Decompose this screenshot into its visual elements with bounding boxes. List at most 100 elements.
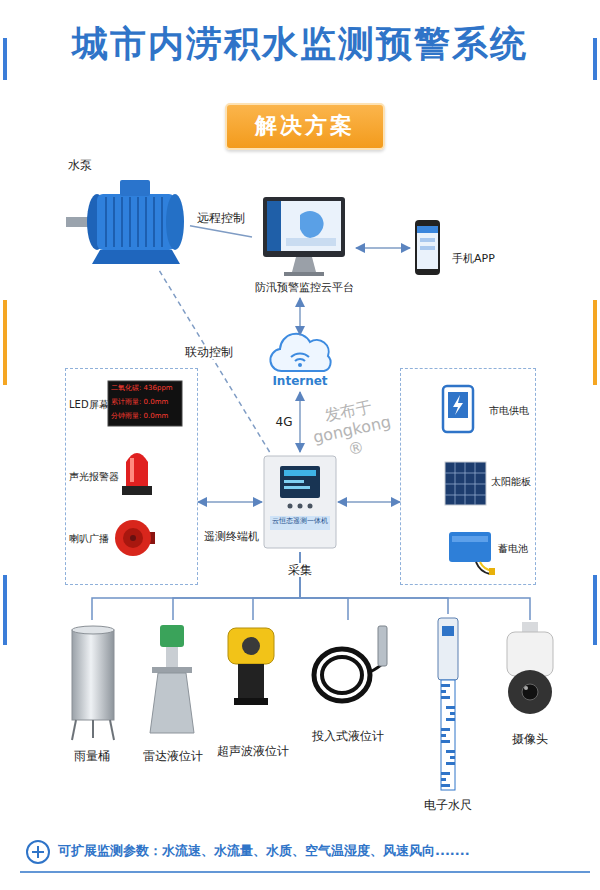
node-label: 水泵 <box>68 158 92 172</box>
water-pump <box>66 180 184 264</box>
collection-line <box>300 552 530 620</box>
ultrasonic-level-meter <box>234 698 268 705</box>
node-label: 声光报警器 <box>69 471 119 483</box>
monitor <box>263 197 345 276</box>
cloud-icon <box>270 334 330 371</box>
electronic-water-ruler <box>441 696 450 699</box>
dome-camera <box>508 670 552 714</box>
water-pump <box>106 197 162 247</box>
sensor-node: 超声波液位计 <box>214 620 292 760</box>
connector-line <box>356 247 410 249</box>
frame-bars <box>593 300 597 385</box>
cloud-icon <box>295 359 305 361</box>
monitor <box>263 197 345 257</box>
rain-gauge <box>92 720 94 738</box>
led-readout: 累计雨量: 0.0mm <box>111 398 168 406</box>
electronic-water-ruler <box>441 680 455 790</box>
led-screen <box>108 381 182 426</box>
phone-node: 手机APP <box>410 218 510 278</box>
frame-bars <box>3 38 7 80</box>
submersible-level-meter <box>314 649 370 701</box>
water-pump <box>92 250 180 264</box>
sensor-node: 投入式液位计 <box>306 620 390 745</box>
alarm-node: 声光报警器 <box>69 441 196 505</box>
mains-power-icon <box>448 392 468 418</box>
radar-level-meter <box>166 647 178 667</box>
radar-level-meter <box>160 625 184 647</box>
alarm-light <box>122 486 152 495</box>
device-label: 云恒态遥测一体机 <box>272 517 328 525</box>
electronic-water-ruler <box>441 772 450 775</box>
terminal-node: 遥测终端机 <box>262 452 338 552</box>
water-pump <box>121 197 123 247</box>
node-label: 电子水尺 <box>420 798 476 812</box>
sensor-node: 摄像头 <box>498 620 562 748</box>
radar-level-meter <box>150 625 194 733</box>
rain-gauge <box>72 720 114 740</box>
electronic-water-ruler <box>450 712 455 715</box>
dome-camera <box>507 622 553 714</box>
node-label: Internet <box>265 374 335 388</box>
electronic-water-ruler <box>441 740 450 743</box>
electronic-water-ruler <box>441 784 450 787</box>
rain-gauge <box>72 626 114 740</box>
edge-label: 4G <box>274 415 295 429</box>
water-pump <box>97 194 175 250</box>
ultrasonic-level-meter <box>228 628 274 664</box>
telemetry-terminal <box>284 480 304 483</box>
solar-panel <box>445 484 486 485</box>
phone <box>420 246 435 250</box>
radar-level-meter <box>152 667 192 673</box>
water-pump <box>105 197 107 247</box>
mains-power-icon <box>443 386 473 432</box>
connector-line <box>299 392 301 452</box>
solar-panel <box>445 495 486 496</box>
water-pump <box>113 197 115 247</box>
solar-panel <box>475 462 476 505</box>
sensor-node: 雨量桶 <box>62 620 122 765</box>
submersible-level-meter <box>322 657 362 693</box>
telemetry-terminal <box>264 456 336 548</box>
platform-node: 防汛预警监控云平台 <box>252 195 356 298</box>
node-label: 蓄电池 <box>498 543 528 555</box>
cloud-icon <box>298 363 302 367</box>
electronic-water-ruler <box>441 690 446 693</box>
water-pump <box>153 197 155 247</box>
ultrasonic-level-meter <box>228 628 274 705</box>
solution-button: 解决方案 <box>225 103 385 150</box>
cloud-node: Internet <box>265 335 335 392</box>
telemetry-terminal <box>298 504 303 509</box>
water-pump <box>137 197 139 247</box>
cloud-icon <box>291 353 309 357</box>
phone <box>415 220 440 275</box>
node-label: 摄像头 <box>498 732 562 746</box>
telemetry-terminal <box>270 516 330 530</box>
battery <box>476 562 490 574</box>
electronic-water-ruler <box>441 684 450 687</box>
alarm-light <box>130 458 134 482</box>
electronic-water-ruler <box>446 750 455 753</box>
water-pump <box>129 197 131 247</box>
phone <box>420 238 435 242</box>
battery <box>449 532 491 562</box>
telemetry-terminal <box>284 486 310 489</box>
electronic-water-ruler <box>438 618 458 680</box>
water-pump <box>161 197 163 247</box>
mains-power-icon <box>443 386 473 432</box>
node-label: 解决方案 <box>227 113 383 139</box>
horn-speaker <box>115 520 155 556</box>
battery <box>489 568 495 575</box>
node-label: LED屏幕 <box>69 399 109 411</box>
connector-line <box>190 226 252 237</box>
mains-node: 市电供电 <box>437 383 533 439</box>
telemetry-terminal <box>308 504 313 509</box>
alarm-light <box>122 453 152 495</box>
dome-camera <box>524 686 528 690</box>
node-label: 防汛预警监控云平台 <box>252 281 356 294</box>
connector-line <box>299 298 301 335</box>
node-label: 雨量桶 <box>62 749 122 763</box>
power-group: 市电供电太阳能板蓄电池 <box>400 368 536 585</box>
collection-line <box>173 552 300 620</box>
node-label: 手机APP <box>452 252 495 265</box>
diagram-title: 城市内涝积水监测预警系统 <box>0 22 600 65</box>
